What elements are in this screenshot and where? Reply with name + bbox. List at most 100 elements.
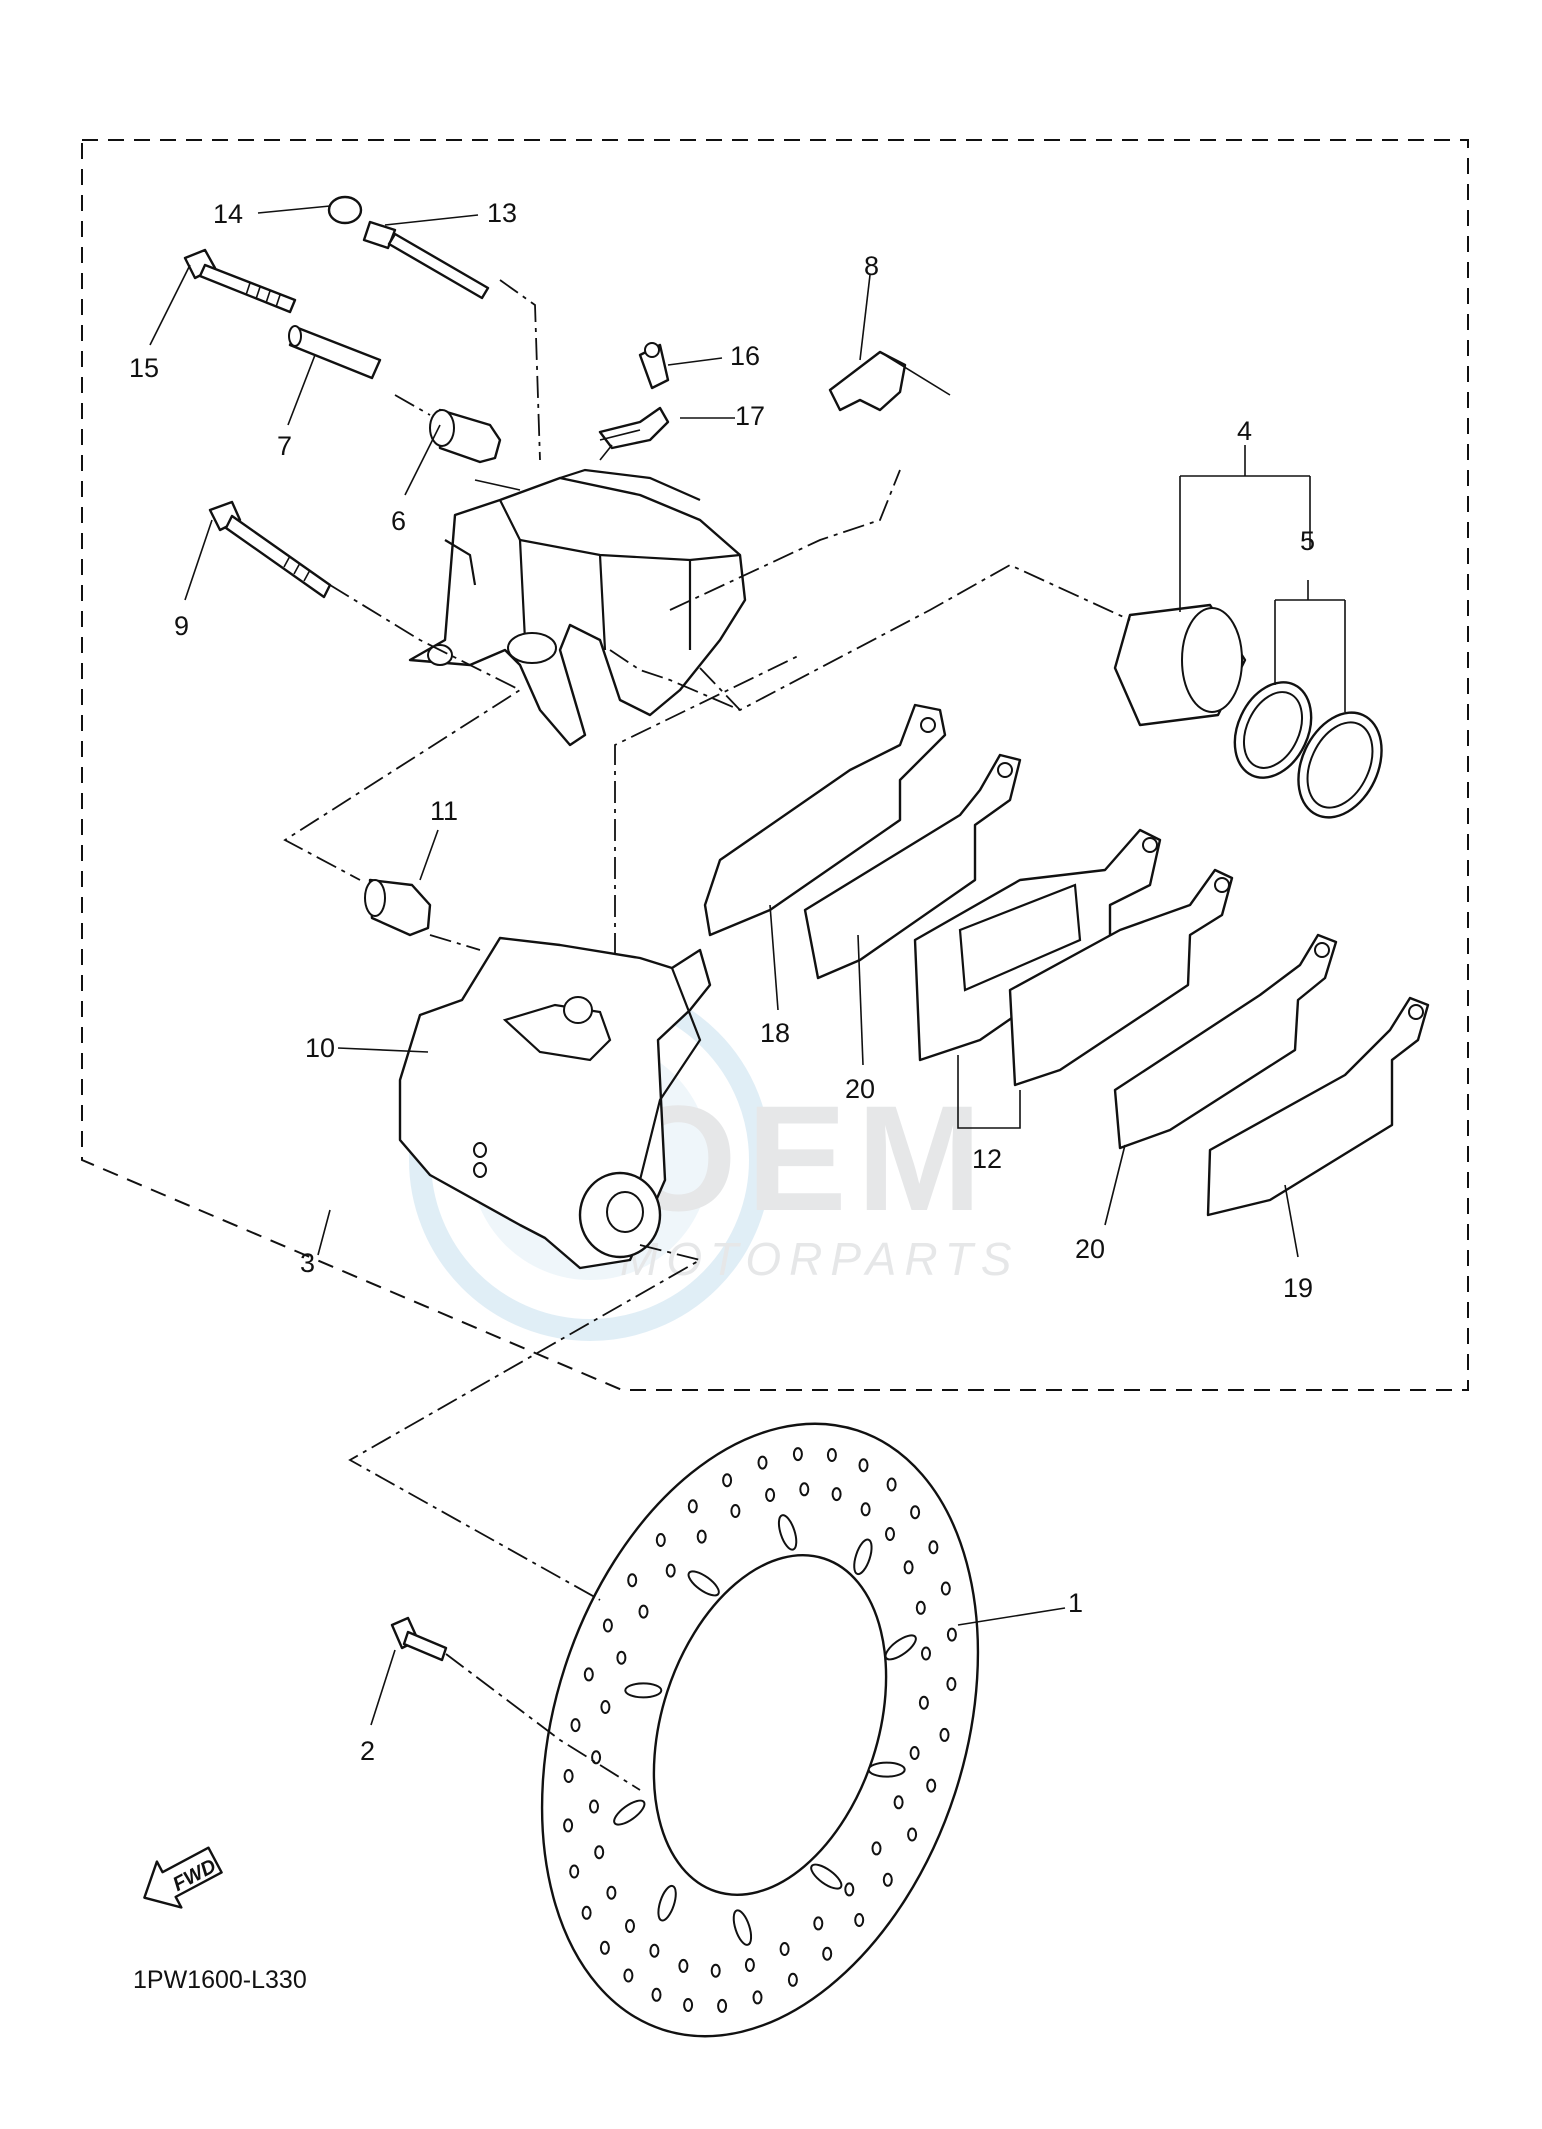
part-label-3: 3	[300, 1248, 315, 1278]
part-label-17: 17	[735, 401, 765, 431]
bleed-cap-17	[598, 406, 670, 450]
disc-slot	[624, 1682, 663, 1699]
disc-drill-hole	[910, 1505, 921, 1520]
part-label-13: 13	[487, 198, 517, 228]
pad-20b	[1113, 933, 1338, 1150]
part-label-14: 14	[213, 199, 243, 229]
seal-5a	[1233, 681, 1313, 779]
disc-drill-hole	[918, 1695, 929, 1710]
disc-drill-hole	[882, 1872, 893, 1887]
disc-drill-hole	[946, 1677, 957, 1691]
pad-spring-8	[828, 350, 951, 412]
disc-drill-hole	[787, 1972, 798, 1987]
disc-drill-hole	[638, 1604, 649, 1619]
disc-drill-hole	[752, 1990, 763, 2005]
disc-drill-hole	[730, 1504, 741, 1518]
part-label-6: 6	[391, 506, 406, 536]
cap-14	[327, 195, 363, 225]
disc-slot	[657, 1884, 677, 1922]
bush-11	[364, 878, 432, 937]
bolt-9	[208, 500, 332, 599]
bolt-15	[183, 248, 297, 314]
assembly-lines	[283, 279, 1131, 1791]
disc-drill-hole	[625, 1919, 635, 1933]
part-label-5: 5	[1300, 526, 1315, 556]
disc-drill-hole	[915, 1600, 926, 1615]
disc-drill-hole	[599, 1940, 610, 1955]
part-label-20b: 20	[1075, 1234, 1105, 1264]
disc-bolt-2	[390, 1616, 448, 1662]
caliper-bracket-body	[408, 468, 747, 747]
pad-12	[913, 828, 1234, 1087]
disc-drill-hole	[860, 1502, 871, 1517]
disc-drill-hole	[696, 1529, 707, 1544]
disc-drill-hole	[678, 1958, 689, 1973]
caliper-assembly-boundary	[81, 139, 1469, 1391]
disc-slot	[867, 1761, 906, 1778]
disc-drill-hole	[722, 1473, 733, 1488]
disc-drill-hole	[649, 1943, 660, 1958]
pin-7	[288, 325, 382, 380]
disc-drill-hole	[757, 1455, 768, 1470]
disc-drill-hole	[926, 1778, 937, 1793]
disc-drill-hole	[907, 1827, 918, 1842]
disc-drill-hole	[885, 1527, 895, 1541]
disc-drill-hole	[940, 1581, 951, 1596]
disc-drill-hole	[903, 1560, 914, 1575]
disc-drill-hole	[946, 1627, 957, 1642]
leader-lines	[149, 205, 1346, 1726]
part-label-12: 12	[972, 1144, 1002, 1174]
part-label-2: 2	[360, 1736, 375, 1766]
part-label-11: 11	[430, 796, 458, 826]
bolt-13	[362, 220, 490, 300]
disc-drill-hole	[826, 1448, 837, 1462]
disc-drill-hole	[581, 1905, 592, 1920]
disc-slot	[732, 1909, 753, 1946]
disc-drill-hole	[928, 1540, 939, 1555]
disc-drill-hole	[909, 1746, 920, 1760]
disc-drill-hole	[687, 1499, 698, 1514]
shim-19	[1206, 996, 1430, 1217]
part-label-16: 16	[730, 341, 760, 371]
disc-drill-hole	[651, 1987, 662, 2002]
piston-4	[1113, 603, 1247, 727]
disc-drill-hole	[606, 1885, 617, 1900]
watermark-sub: MOTORPARTS	[620, 1233, 1019, 1285]
disc-drill-hole	[886, 1477, 897, 1492]
disc-drill-hole	[779, 1942, 790, 1956]
disc-drill-hole	[600, 1700, 611, 1714]
part-label-15: 15	[129, 353, 159, 383]
disc-drill-hole	[569, 1864, 580, 1879]
disc-drill-hole	[831, 1487, 842, 1502]
disc-drill-hole	[813, 1916, 824, 1931]
disc-slot	[687, 1570, 720, 1597]
disc-slot	[613, 1799, 646, 1826]
disc-drill-hole	[921, 1646, 931, 1661]
forward-arrow-icon: FWD	[143, 1846, 223, 1909]
part-label-19: 19	[1283, 1273, 1313, 1303]
disc-drill-hole	[844, 1882, 855, 1897]
sleeve-6	[429, 408, 502, 464]
disc-drill-hole	[570, 1718, 581, 1733]
disc-slot	[884, 1634, 917, 1661]
part-label-4: 4	[1237, 416, 1252, 446]
disc-drill-hole	[594, 1845, 605, 1860]
disc-drill-hole	[563, 1818, 574, 1833]
disc-drill-hole	[665, 1563, 676, 1578]
disc-drill-hole	[858, 1458, 869, 1473]
part-label-18: 18	[760, 1018, 790, 1048]
diagram-code: 1PW1600-L330	[133, 1966, 307, 1994]
disc-drill-hole	[627, 1573, 638, 1588]
disc-drill-hole	[583, 1667, 594, 1682]
part-label-7: 7	[277, 431, 292, 461]
disc-slot	[810, 1863, 843, 1890]
caliper-10	[398, 936, 712, 1270]
disc-drill-hole	[623, 1968, 634, 1983]
part-labels: 14 13 15 7 6 9 8 16 17 4 5 11 10 18 20 1…	[129, 198, 1315, 1766]
disc-slot	[777, 1514, 798, 1551]
disc-drill-hole	[792, 1447, 803, 1462]
disc-drill-hole	[655, 1533, 666, 1547]
disc-drill-hole	[710, 1963, 721, 1978]
shim-18	[703, 703, 947, 937]
